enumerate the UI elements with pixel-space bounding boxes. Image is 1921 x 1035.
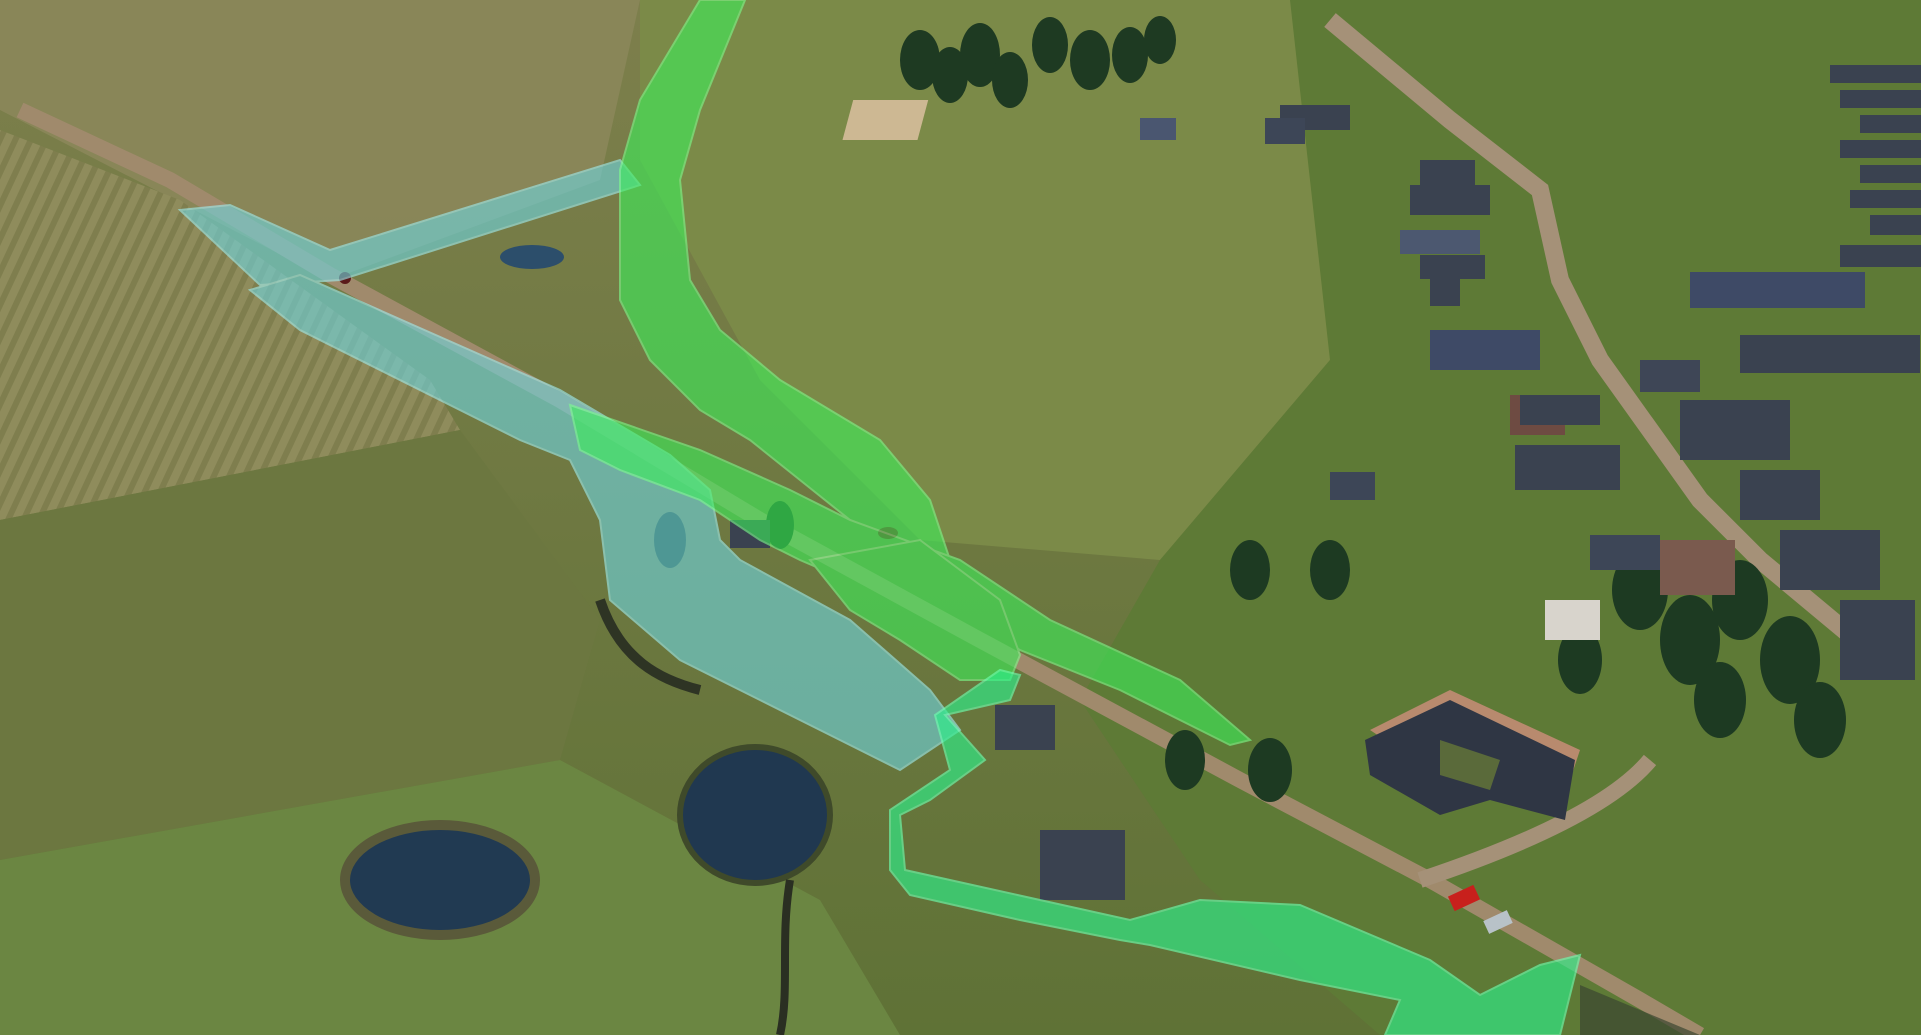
bottom-right-shadow <box>1580 985 1700 1035</box>
green-route-corridor[interactable] <box>568 0 1253 747</box>
pond-small-top <box>500 245 564 269</box>
pond-center <box>677 744 833 886</box>
ditch-stream <box>776 879 794 1035</box>
pasture-left <box>0 430 600 860</box>
crop-field-striped <box>0 130 460 520</box>
white-car <box>1483 910 1513 934</box>
tree-cluster-north <box>900 16 1176 108</box>
village-road-curve <box>1417 754 1657 888</box>
sand-patch <box>842 100 929 140</box>
pond-large-left <box>340 820 540 940</box>
village-road <box>1324 13 1886 667</box>
lower-green-route-corridor[interactable] <box>889 668 1582 1035</box>
red-car <box>1447 884 1481 912</box>
ditch-left <box>595 598 702 695</box>
village-buildings <box>730 65 1921 900</box>
l-shaped-building <box>1365 690 1580 820</box>
